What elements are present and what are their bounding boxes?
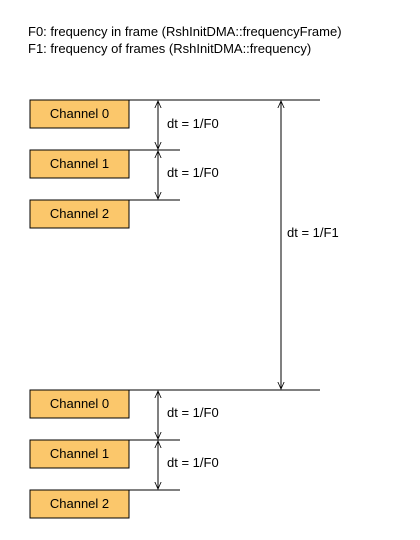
channel-label: Channel 0 [50, 396, 109, 411]
channel-box [29, 489, 130, 519]
legend-f1: F1: frequency of frames (RshInitDMA::fre… [28, 41, 312, 56]
interval-label: dt = 1/F0 [167, 405, 219, 420]
frame-2: Channel 0 Channel 1 Channel 2 dt = 1/F0 … [29, 389, 320, 519]
channel-box [29, 389, 130, 419]
channel-label: Channel 2 [50, 496, 109, 511]
channel-box [29, 439, 130, 469]
interval-label: dt = 1/F0 [167, 165, 219, 180]
interval-label: dt = 1/F0 [167, 455, 219, 470]
channel-label: Channel 0 [50, 106, 109, 121]
channel-box [29, 199, 130, 229]
channel-label: Channel 2 [50, 206, 109, 221]
channel-box [29, 149, 130, 179]
channel-box [29, 99, 130, 129]
legend-f0: F0: frequency in frame (RshInitDMA::freq… [28, 24, 342, 39]
interval-label: dt = 1/F0 [167, 116, 219, 131]
channel-label: Channel 1 [50, 156, 109, 171]
channel-label: Channel 1 [50, 446, 109, 461]
frame-1: Channel 0 Channel 1 Channel 2 dt = 1/F0 … [29, 99, 320, 229]
frame-interval: dt = 1/F1 [281, 101, 339, 389]
frame-interval-label: dt = 1/F1 [287, 225, 339, 240]
